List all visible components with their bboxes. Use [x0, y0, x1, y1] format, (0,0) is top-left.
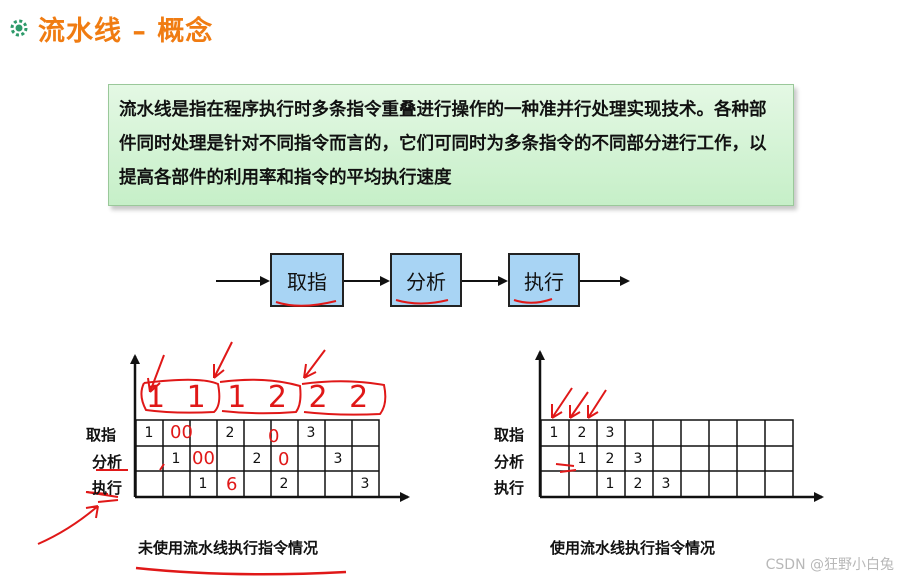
left-cell: 1	[171, 451, 181, 467]
underline-fetch	[275, 300, 337, 307]
right-cell: 3	[661, 476, 671, 492]
right-cell: 1	[549, 425, 559, 441]
right-cell: 3	[605, 425, 615, 441]
left-cell: 1	[198, 476, 208, 492]
right-cell: 1	[577, 451, 587, 467]
stage-analyze-label: 分析	[406, 269, 446, 294]
right-cell: 1	[605, 476, 615, 492]
left-annotations	[37, 341, 387, 576]
page-title: 流水线 – 概念	[38, 15, 214, 47]
left-cell: 3	[360, 476, 370, 492]
annotation-circle: 00	[192, 448, 215, 469]
left-cell: 3	[306, 425, 316, 441]
annotation-circle: 00	[170, 422, 193, 443]
slide-title-bar: 流水线 – 概念	[8, 8, 213, 48]
right-cell: 3	[633, 451, 643, 467]
annotation-top-numbers: 1 1 1 2 2 2	[146, 380, 375, 415]
annotation-circle: 0	[278, 449, 290, 470]
stage-execute-label: 执行	[524, 269, 564, 294]
definition-box: 流水线是指在程序执行时多条指令重叠进行操作的一种准并行处理实现技术。各种部件同时…	[108, 84, 794, 206]
left-chart-caption: 未使用流水线执行指令情况	[138, 539, 319, 557]
gear-bullet-icon	[10, 19, 28, 37]
annotation-circle: 0	[268, 426, 280, 447]
stage-fetch-label: 取指	[287, 269, 327, 294]
left-grid	[135, 419, 380, 498]
underline-execute	[513, 298, 553, 304]
right-chart-caption: 使用流水线执行指令情况	[550, 539, 716, 557]
left-cell: 1	[144, 425, 154, 441]
right-row-label-analyze: 分析	[494, 453, 525, 471]
left-cell: 2	[279, 476, 289, 492]
right-cell: 2	[577, 425, 587, 441]
left-row-label-fetch: 取指	[86, 426, 117, 444]
right-cell: 2	[605, 451, 615, 467]
stage-analyze: 分析	[390, 253, 462, 307]
left-row-label-execute: 执行	[92, 479, 123, 497]
right-cell: 2	[633, 476, 643, 492]
left-cell: 2	[252, 451, 262, 467]
definition-text: 流水线是指在程序执行时多条指令重叠进行操作的一种准并行处理实现技术。各种部件同时…	[119, 100, 767, 188]
right-annotations	[551, 387, 607, 473]
left-cell: 3	[333, 451, 343, 467]
watermark: CSDN @狂野小白兔	[765, 557, 894, 573]
right-row-label-execute: 执行	[494, 479, 525, 497]
right-row-label-fetch: 取指	[494, 426, 525, 444]
annotation-circle: 6	[226, 474, 238, 495]
left-row-label-analyze: 分析	[92, 453, 123, 471]
stage-execute: 执行	[508, 253, 580, 307]
underline-analyze	[395, 299, 449, 305]
left-cell: 2	[225, 425, 235, 441]
right-grid	[540, 419, 794, 498]
